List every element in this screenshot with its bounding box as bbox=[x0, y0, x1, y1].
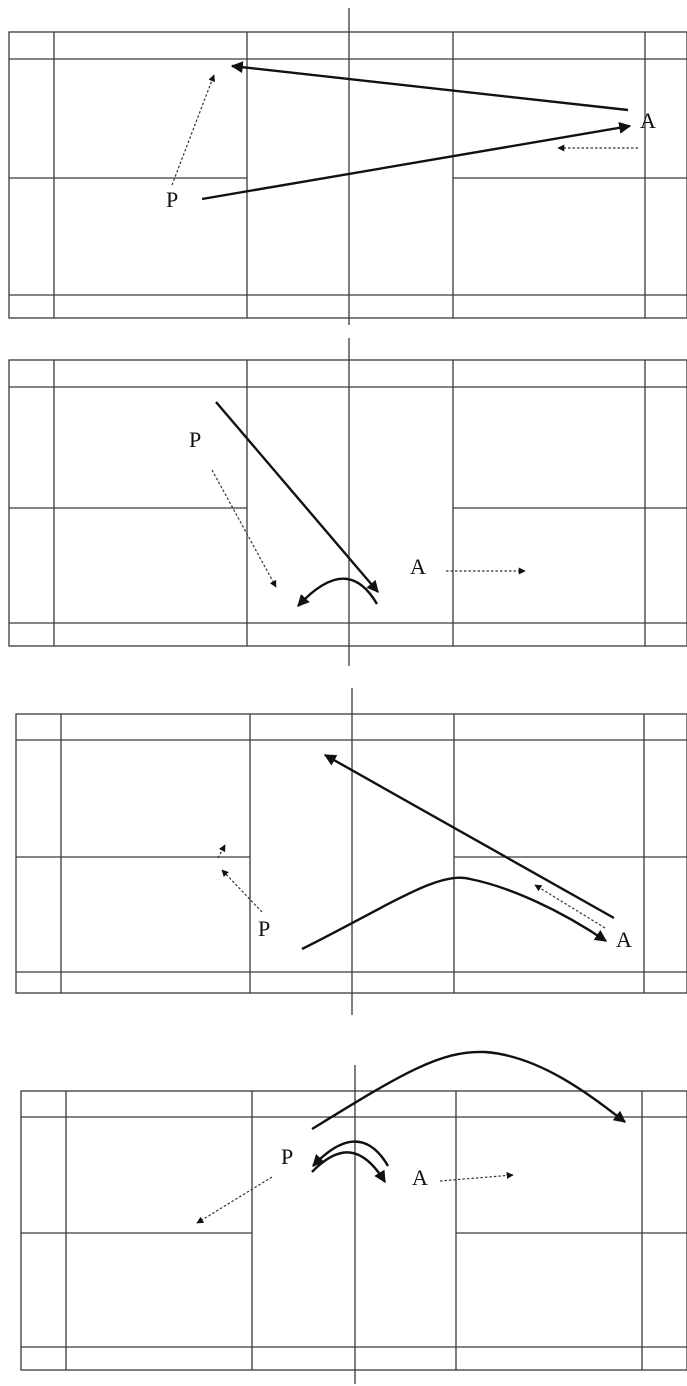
player-label-p-3: P bbox=[258, 916, 270, 941]
diagram-4: P A bbox=[20, 1050, 687, 1384]
player-label-p-2: P bbox=[189, 427, 201, 452]
player-label-a-4: A bbox=[412, 1165, 428, 1190]
movement-p-4 bbox=[196, 1176, 273, 1224]
player-label-a-3: A bbox=[616, 927, 632, 952]
shot-4c bbox=[311, 1151, 387, 1184]
shot-1a bbox=[201, 121, 632, 201]
shot-3b bbox=[301, 876, 607, 951]
shot-4b bbox=[312, 1140, 390, 1167]
court-2 bbox=[8, 338, 687, 666]
player-label-p-4: P bbox=[281, 1144, 293, 1169]
court-4 bbox=[20, 1065, 687, 1384]
player-label-a-1: A bbox=[640, 108, 656, 133]
diagram-2: P A bbox=[8, 338, 687, 666]
movement-a-4 bbox=[439, 1172, 514, 1182]
movement-a-3 bbox=[534, 884, 606, 929]
shot-3a bbox=[323, 753, 615, 920]
shot-1b bbox=[230, 61, 629, 112]
movement-p-3b bbox=[217, 844, 226, 859]
diagram-1: P A bbox=[8, 8, 687, 325]
shot-2b bbox=[297, 577, 379, 607]
court-1 bbox=[8, 8, 687, 325]
player-label-a-2: A bbox=[410, 554, 426, 579]
shot-4a bbox=[311, 1050, 626, 1131]
movement-p-1 bbox=[171, 74, 216, 186]
court-3 bbox=[15, 688, 687, 1015]
player-label-p-1: P bbox=[166, 187, 178, 212]
movement-p-3 bbox=[221, 869, 263, 913]
movement-p-2 bbox=[211, 469, 277, 588]
diagram-3: P A bbox=[15, 688, 687, 1015]
shot-2a bbox=[215, 401, 379, 593]
